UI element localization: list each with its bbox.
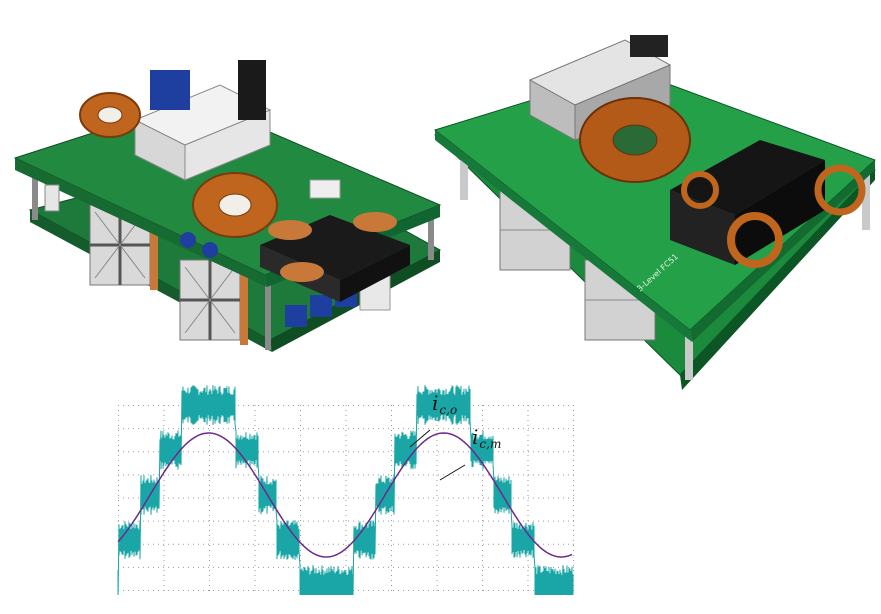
coupled-inductor [670,140,825,265]
label-ic-o: ic,o [432,391,458,418]
air-coil [814,164,866,216]
toroid-large [192,172,278,238]
oscilloscope-capture: ic,o ic,m [110,385,580,595]
outer-current-trace [117,385,574,595]
air-coil [681,171,719,209]
coupled-inductor [260,212,410,302]
toroid-large [579,97,691,183]
cad-board-drawing [13,60,442,352]
label-arrow-outer [409,429,431,448]
label-arrow-mid [439,464,466,481]
heatsink-right [179,259,241,341]
air-coil [727,212,783,268]
gate-driver-box [133,84,272,181]
photo-board-drawing: 3-Level FC51 [433,35,876,390]
connector [630,35,668,57]
dc-connector [150,70,190,110]
terminal-block [310,295,332,317]
mid-current-trace [117,432,573,558]
standoff [428,210,434,260]
cad-render-image [10,40,450,380]
standoff [32,160,38,220]
scope-plot [117,385,574,595]
terminal-block [285,305,307,327]
standoff [265,280,271,350]
toroid-small [79,92,141,138]
fan [238,60,266,120]
label-ic-m: ic,m [472,425,502,452]
hardware-photo-image: 3-Level FC51 [430,30,880,400]
